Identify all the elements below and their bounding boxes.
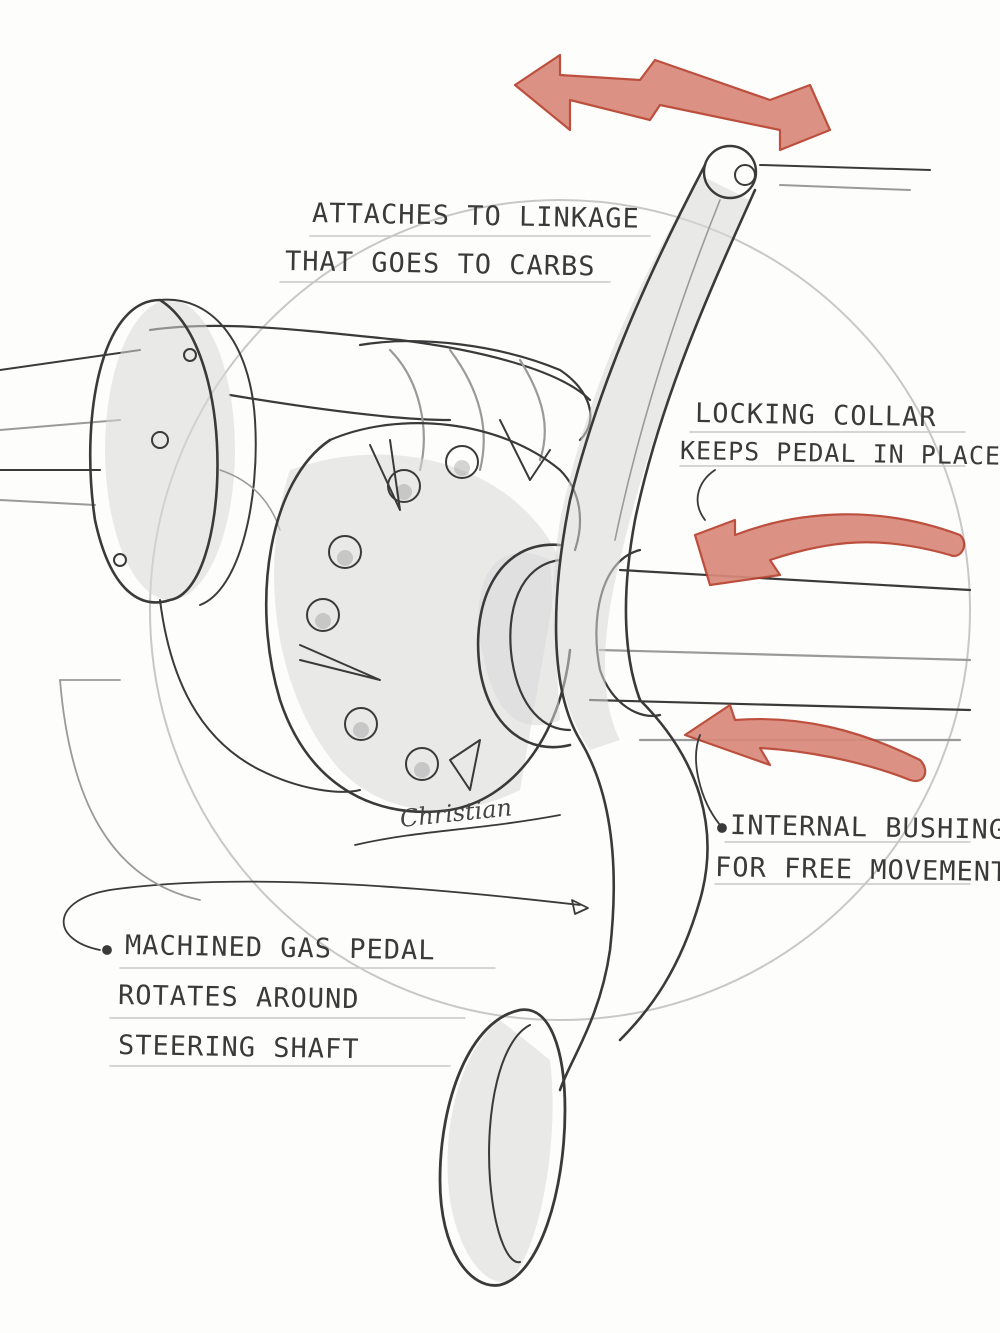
leader-lines [59,469,727,955]
note-bushing-line2: FOR FREE MOVEMENT [714,852,1000,889]
note-collar-line1: LOCKING COLLAR [694,398,937,434]
linkage-rod [759,164,931,191]
note-pedal-line1: MACHINED GAS PEDAL [124,930,436,967]
hub-bolts [306,445,479,781]
collar-body [358,340,592,472]
pedal-pad [438,1008,567,1287]
note-collar-line2: KEEPS PEDAL IN PLACE [679,436,1000,471]
note-bushing-line1: INTERNAL BUSHING [729,810,1000,846]
note-pedal-line2: ROTATES AROUND [117,980,360,1016]
left-flange [88,298,281,606]
note-pedal-line3: STEERING SHAFT [117,1030,360,1066]
hub-notches [299,419,551,791]
hub [159,419,582,814]
steering-shaft-right [588,568,972,742]
collar-rotation-arrow-top [693,513,966,587]
pedal-arm [553,144,758,1092]
steering-shaft-left [0,349,141,506]
collar-rotation-arrow-bottom [683,703,927,783]
construction-circle [149,199,971,1021]
note-guide-lines [109,235,971,1067]
note-linkage-line2: THAT GOES TO CARBS [284,246,596,283]
linkage-motion-arrow [513,53,832,152]
note-linkage-line1: ATTACHES TO LINKAGE [311,198,641,235]
signature-underline [354,814,561,846]
